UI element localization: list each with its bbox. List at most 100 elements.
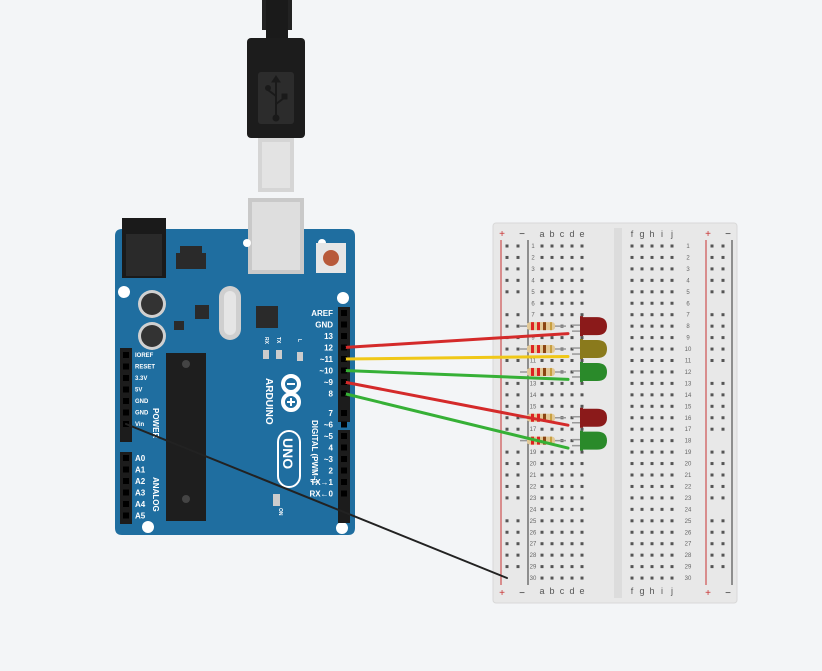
power-pin-hole[interactable] <box>123 363 129 370</box>
breadboard-hole[interactable] <box>540 290 544 294</box>
breadboard-hole[interactable] <box>570 267 574 271</box>
breadboard-hole[interactable] <box>650 484 654 488</box>
rail-hole[interactable] <box>505 484 509 488</box>
breadboard-hole[interactable] <box>580 553 584 557</box>
rail-hole[interactable] <box>721 255 725 259</box>
breadboard-hole[interactable] <box>650 381 654 385</box>
rail-hole[interactable] <box>505 473 509 477</box>
breadboard-hole[interactable] <box>640 462 644 466</box>
breadboard-hole[interactable] <box>650 290 654 294</box>
breadboard-hole[interactable] <box>660 324 664 328</box>
breadboard-hole[interactable] <box>570 381 574 385</box>
breadboard-hole[interactable] <box>660 359 664 362</box>
breadboard-hole[interactable] <box>640 359 644 362</box>
rail-hole[interactable] <box>505 427 509 431</box>
breadboard-hole[interactable] <box>640 427 644 431</box>
rail-hole[interactable] <box>516 244 520 248</box>
breadboard-hole[interactable] <box>660 439 664 443</box>
breadboard-hole[interactable] <box>550 301 554 305</box>
breadboard-hole[interactable] <box>660 244 664 248</box>
breadboard-hole[interactable] <box>630 507 634 511</box>
rail-hole[interactable] <box>721 496 725 500</box>
breadboard-hole[interactable] <box>560 290 564 294</box>
rail-hole[interactable] <box>505 519 509 523</box>
rail-hole[interactable] <box>721 542 725 546</box>
breadboard-hole[interactable] <box>640 336 644 340</box>
rail-hole[interactable] <box>516 404 520 408</box>
power-pin-hole[interactable] <box>123 352 129 358</box>
breadboard-hole[interactable] <box>570 290 574 294</box>
breadboard-hole[interactable] <box>630 439 634 443</box>
breadboard-hole[interactable] <box>640 439 644 443</box>
breadboard-hole[interactable] <box>630 336 634 340</box>
rail-hole[interactable] <box>505 393 509 397</box>
breadboard-hole[interactable] <box>660 496 664 500</box>
rail-hole[interactable] <box>505 542 509 546</box>
breadboard-hole[interactable] <box>540 530 544 534</box>
rail-hole[interactable] <box>710 324 714 328</box>
breadboard-hole[interactable] <box>560 244 564 248</box>
breadboard-hole[interactable] <box>550 473 554 477</box>
rail-hole[interactable] <box>721 530 725 534</box>
breadboard-hole[interactable] <box>640 553 644 557</box>
breadboard-hole[interactable] <box>640 313 644 317</box>
breadboard-hole[interactable] <box>580 507 584 511</box>
breadboard-hole[interactable] <box>540 278 544 282</box>
breadboard-hole[interactable] <box>650 496 654 500</box>
wire-pin12[interactable] <box>342 332 570 349</box>
breadboard-hole[interactable] <box>550 576 554 580</box>
breadboard-hole[interactable] <box>540 255 544 259</box>
breadboard-hole[interactable] <box>630 553 634 557</box>
breadboard-hole[interactable] <box>650 267 654 271</box>
breadboard-hole[interactable] <box>560 519 564 523</box>
breadboard-hole[interactable] <box>630 542 634 546</box>
resistor[interactable] <box>520 345 566 354</box>
power-pin-hole[interactable] <box>123 409 129 416</box>
breadboard-hole[interactable] <box>550 244 554 248</box>
rail-hole[interactable] <box>710 416 714 420</box>
rail-hole[interactable] <box>710 496 714 500</box>
breadboard-hole[interactable] <box>670 530 674 534</box>
breadboard-hole[interactable] <box>650 301 654 305</box>
breadboard-hole[interactable] <box>630 484 634 488</box>
digital-pin-hole[interactable] <box>341 479 347 485</box>
analog-pin-hole[interactable] <box>123 478 129 484</box>
wire-pin9[interactable] <box>342 380 570 427</box>
breadboard-hole[interactable] <box>660 381 664 385</box>
breadboard-hole[interactable] <box>670 267 674 271</box>
reset-button[interactable] <box>316 243 346 273</box>
analog-pin-hole[interactable] <box>123 501 129 507</box>
breadboard-hole[interactable] <box>570 462 574 466</box>
breadboard-hole[interactable] <box>570 416 574 420</box>
breadboard-hole[interactable] <box>540 484 544 488</box>
breadboard-hole[interactable] <box>650 507 654 511</box>
breadboard-hole[interactable] <box>660 404 664 408</box>
digital-pin-hole[interactable] <box>341 490 347 497</box>
breadboard-hole[interactable] <box>570 565 574 569</box>
rail-hole[interactable] <box>721 278 725 282</box>
breadboard-hole[interactable] <box>580 462 584 466</box>
breadboard-hole[interactable] <box>670 347 674 351</box>
breadboard-hole[interactable] <box>560 336 564 340</box>
breadboard-hole[interactable] <box>540 576 544 580</box>
rail-hole[interactable] <box>516 496 520 500</box>
breadboard-hole[interactable] <box>670 393 674 397</box>
rail-hole[interactable] <box>721 565 725 569</box>
rail-hole[interactable] <box>516 324 520 328</box>
breadboard-hole[interactable] <box>540 244 544 248</box>
rail-hole[interactable] <box>710 244 714 248</box>
rail-hole[interactable] <box>505 267 509 271</box>
breadboard-hole[interactable] <box>580 530 584 534</box>
breadboard-hole[interactable] <box>550 565 554 569</box>
breadboard-hole[interactable] <box>570 576 574 580</box>
breadboard-hole[interactable] <box>630 278 634 282</box>
breadboard-hole[interactable] <box>670 439 674 443</box>
breadboard-hole[interactable] <box>560 565 564 569</box>
breadboard-hole[interactable] <box>660 313 664 317</box>
breadboard-hole[interactable] <box>550 381 554 385</box>
breadboard-hole[interactable] <box>640 450 644 454</box>
breadboard-hole[interactable] <box>650 439 654 443</box>
breadboard-hole[interactable] <box>630 267 634 271</box>
analog-pin-hole[interactable] <box>123 455 129 461</box>
breadboard-hole[interactable] <box>540 313 544 317</box>
